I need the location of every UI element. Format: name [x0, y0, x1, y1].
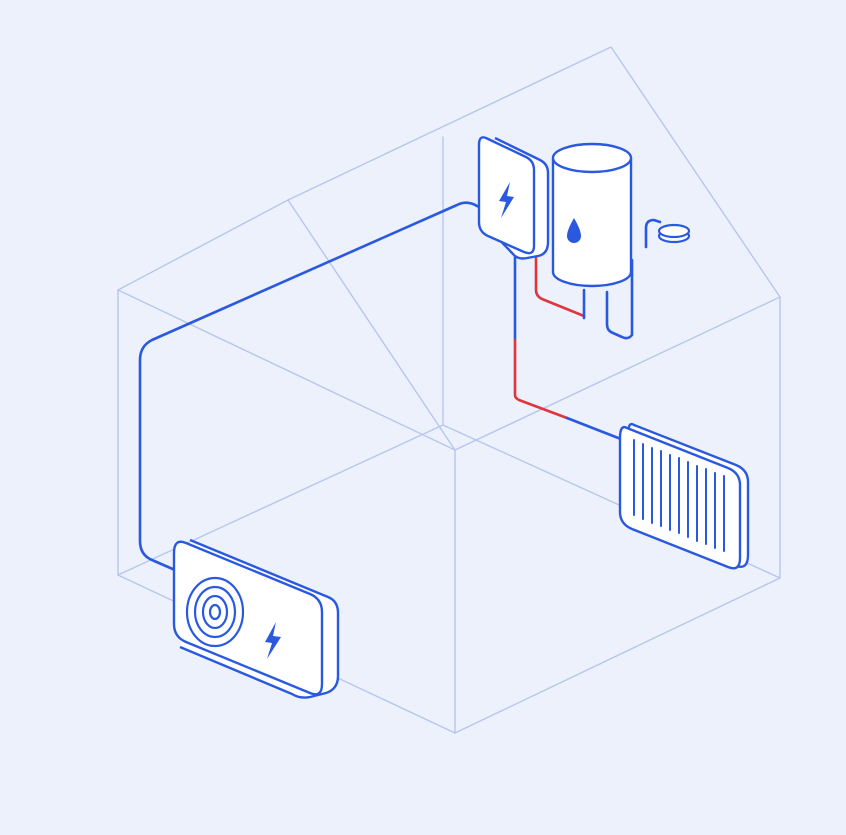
- radiator-fins-icon: [633, 439, 725, 552]
- lightning-bolt-icon: [265, 622, 281, 659]
- pipes: [138, 201, 662, 572]
- control-box: [477, 136, 550, 260]
- house-right-wall: [454, 296, 781, 734]
- fan-rings-icon: [185, 576, 245, 648]
- pipe-control-to-tank: [534, 248, 586, 318]
- pipe-hot-vertical: [513, 338, 569, 420]
- lightning-bolt-icon: [499, 182, 514, 218]
- fan-ring-2: [193, 585, 237, 639]
- outdoor-unit: [172, 538, 340, 699]
- tap-outlet: [657, 223, 691, 244]
- water-drop-icon: [567, 218, 581, 243]
- water-tank: [551, 142, 633, 288]
- fan-ring-3: [201, 594, 229, 630]
- outdoor-unit-front: [172, 540, 324, 696]
- water-tank-body: [551, 158, 633, 288]
- house-roof-front-slope: [287, 199, 456, 451]
- fan-ring-inner: [208, 603, 222, 621]
- water-tank-top: [551, 142, 633, 174]
- pipe-to-tap: [644, 218, 662, 249]
- tap-outlet-top: [657, 223, 691, 239]
- pipe-outdoor-to-control: [138, 201, 487, 572]
- fan-ring-outer: [185, 576, 245, 648]
- pipe-tank-leg-mid: [605, 258, 634, 340]
- house-roof: [117, 46, 781, 298]
- radiator: [618, 422, 750, 570]
- house-outline: [117, 46, 781, 734]
- pipe-to-radiator: [565, 416, 628, 443]
